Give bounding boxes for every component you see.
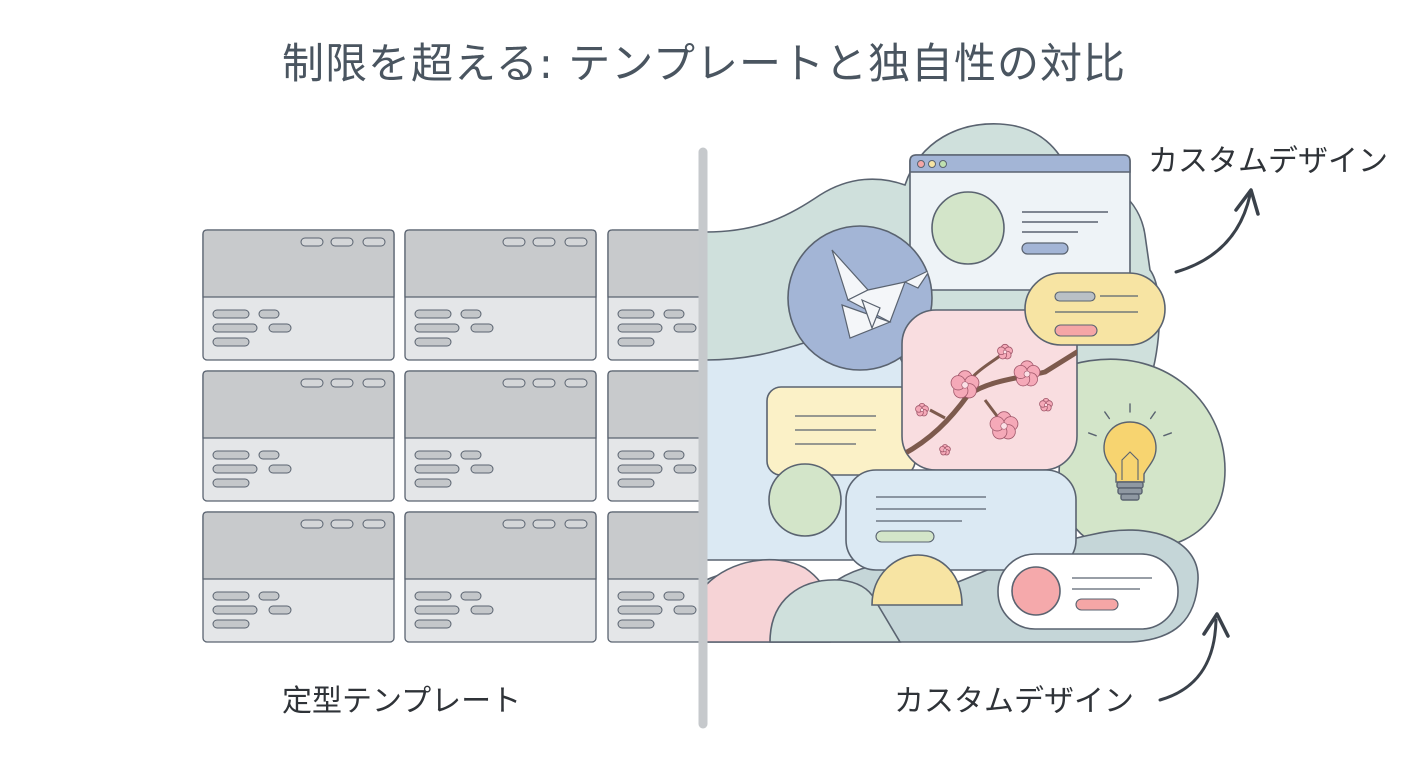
custom-design-cluster xyxy=(705,123,1226,643)
template-card xyxy=(202,370,395,502)
custom-design-label-top: カスタムデザイン xyxy=(1148,144,1388,179)
template-card xyxy=(607,370,703,502)
template-grid xyxy=(202,229,703,643)
light-ray xyxy=(1149,411,1156,420)
blossom-flower xyxy=(939,444,951,456)
template-card xyxy=(607,229,703,361)
blossom-flower xyxy=(989,411,1019,440)
template-card xyxy=(202,511,395,643)
yellow-note-card xyxy=(766,386,916,476)
arrow-icon-bottom xyxy=(1158,612,1230,702)
green-circle-small xyxy=(768,463,842,537)
green-circle-top xyxy=(931,191,1005,265)
light-ray xyxy=(1087,432,1097,437)
arrow-icon xyxy=(1174,188,1260,274)
template-label: 定型テンプレート xyxy=(282,684,522,719)
blossom-flower xyxy=(950,370,980,399)
template-card xyxy=(202,229,395,361)
yellow-message-card xyxy=(1024,272,1166,346)
blossom-flower xyxy=(1039,398,1053,412)
blossom-flower xyxy=(915,403,929,417)
cherry-blossom-icon xyxy=(902,343,1077,458)
template-card xyxy=(607,511,703,643)
light-blue-text-card xyxy=(845,469,1077,571)
origami-crane-icon xyxy=(831,249,932,339)
template-card xyxy=(404,370,597,502)
page-title: 制限を超える: テンプレートと独自性の対比 xyxy=(282,39,1126,88)
light-ray xyxy=(1163,432,1173,437)
lightbulb-icon xyxy=(1087,403,1173,501)
template-card xyxy=(404,511,597,643)
yellow-half-circle xyxy=(871,554,963,606)
blossom-flower xyxy=(1013,360,1041,387)
template-card xyxy=(404,229,597,361)
light-ray xyxy=(1104,411,1111,420)
custom-design-label-bottom: カスタムデザイン xyxy=(894,684,1134,719)
blossom-flower xyxy=(997,343,1013,360)
profile-card xyxy=(997,553,1179,630)
